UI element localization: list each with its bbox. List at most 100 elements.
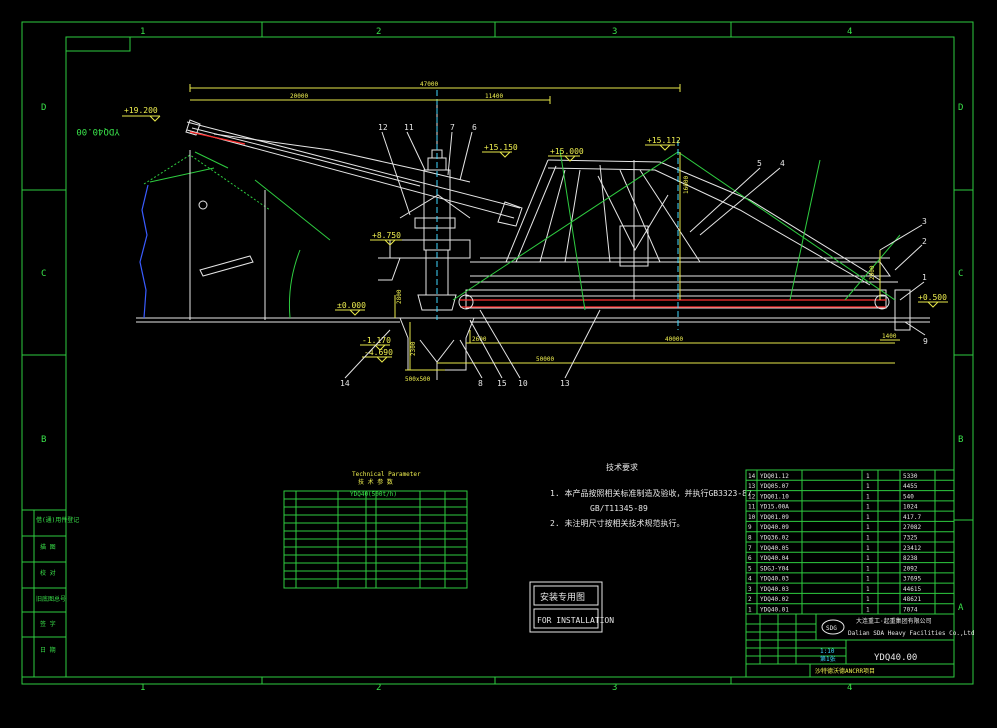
dim-mid-span: 11400 (485, 93, 503, 100)
bom-cell-quantity: 1 (866, 555, 870, 562)
elevation-markers (122, 115, 948, 363)
bom-cell-code: YDQ01.10 (760, 493, 789, 500)
elev-apex: +15.112 (647, 136, 681, 145)
bom-cell-number: 13 (748, 483, 756, 490)
strip-label-3: 旧底图总号 (36, 595, 66, 603)
bom-cell-quantity: 1 (866, 535, 870, 542)
bom-cell-mass: 44615 (903, 586, 921, 593)
callout-4: 4 (780, 159, 785, 168)
callout-7: 7 (450, 123, 455, 132)
left-row-D: D (41, 103, 46, 113)
company-logo (821, 619, 845, 635)
outer-frame (21, 21, 974, 685)
company-name-en: Dalian SDA Heavy Facilities Co.,Ltd (848, 630, 975, 637)
trailing-conveyor (465, 289, 887, 309)
bom-cell-mass: 2092 (903, 565, 918, 572)
bom-cell-number: 1 (748, 607, 752, 614)
bom-cell-quantity: 1 (866, 493, 870, 500)
callout-leaders (344, 131, 926, 379)
top-zone-2: 2 (376, 27, 381, 37)
bottom-zone-2: 2 (376, 683, 381, 693)
title-scale: 1:10 (820, 648, 835, 655)
left-row-C: C (41, 269, 46, 279)
strip-label-0: 借(通)用件登记 (36, 516, 79, 524)
bom-cell-mass: 23412 (903, 545, 921, 552)
bottom-zone-1: 1 (140, 683, 145, 693)
dim-pit-width: 500x500 (405, 376, 431, 383)
green-reach-lines (452, 149, 901, 311)
left-row-B: B (41, 435, 46, 445)
bom-cell-number: 6 (748, 555, 752, 562)
strip-label-4: 签 字 (40, 620, 56, 628)
callout-3: 3 (922, 217, 927, 226)
bom-cell-quantity: 1 (866, 607, 870, 614)
left-signature-strip (21, 509, 67, 678)
elev-pit-1: -1.170 (362, 336, 391, 345)
bottom-zone-4: 4 (847, 683, 852, 693)
notes-line-2: GB/T11345-89 (590, 504, 648, 513)
ground-line (136, 317, 930, 323)
callout-2: 2 (922, 237, 927, 246)
bottom-zone-3: 3 (612, 683, 617, 693)
stockpile-slopes (143, 151, 331, 319)
notes-line-1: 1. 本产品按照相关标准制造及验收，并执行GB3323-87 (550, 488, 752, 498)
dim-left-span: 20000 (290, 93, 308, 100)
notes-title: 技术要求 (606, 462, 638, 472)
strip-label-1: 描 图 (40, 543, 56, 551)
elev-ground: ±0.000 (337, 301, 366, 310)
dim-overall-top: 47000 (420, 81, 438, 88)
elev-boom-pivot: +15.150 (484, 143, 518, 152)
rotated-number-box (65, 36, 131, 52)
stockpile-outline (139, 184, 149, 319)
bom-cell-number: 10 (748, 514, 756, 521)
bom-cell-quantity: 1 (866, 473, 870, 480)
bom-cell-code: YDQ40.03 (760, 586, 789, 593)
bom-cell-mass: 27082 (903, 524, 921, 531)
tech-title-cn: 技 术 参 数 (358, 478, 393, 486)
stamp-cn: 安装专用图 (540, 591, 585, 603)
top-zone-1: 1 (140, 27, 145, 37)
dim-ground-small: 2800 (396, 289, 403, 304)
bom-cell-mass: 5330 (903, 473, 918, 480)
installation-stamp (529, 581, 603, 633)
bom-cell-quantity: 1 (866, 545, 870, 552)
right-row-C: C (958, 269, 963, 279)
callout-14: 14 (340, 379, 350, 388)
head-pulley (874, 294, 890, 310)
elev-portal-top: +15.000 (550, 147, 584, 156)
bom-cell-code: YDQ01.12 (760, 473, 789, 480)
bom-cell-mass: 4455 (903, 483, 918, 490)
dim-bottom-span: 40000 (665, 336, 683, 343)
callout-9: 9 (923, 337, 928, 346)
bom-cell-mass: 8238 (903, 555, 918, 562)
callout-1: 1 (922, 273, 927, 282)
top-zone-3: 3 (612, 27, 617, 37)
elev-pit-2: -4.690 (364, 348, 393, 357)
callout-12: 12 (378, 123, 388, 132)
central-tower (378, 100, 471, 311)
boom-belt-red (189, 131, 246, 145)
dim-height-right: 2000 (869, 265, 876, 280)
dim-pit-left: 2600 (472, 336, 487, 343)
strip-label-2: 校 对 (40, 569, 56, 577)
tech-parameter-table (283, 490, 468, 589)
right-row-A: A (958, 603, 964, 613)
callout-6: 6 (472, 123, 477, 132)
bom-cell-number: 3 (748, 586, 752, 593)
bom-cell-code: YDQ40.03 (760, 576, 789, 583)
bom-cell-number: 7 (748, 545, 752, 552)
callout-13: 13 (560, 379, 570, 388)
bom-cell-mass: 7325 (903, 535, 918, 542)
buffer-stop (894, 289, 911, 331)
title-project: 沙特德沃德ANCRR项目 (815, 667, 875, 675)
bom-cell-number: 11 (748, 504, 756, 511)
bom-cell-number: 4 (748, 576, 752, 583)
bom-cell-mass: 37695 (903, 576, 921, 583)
right-row-D: D (958, 103, 963, 113)
bom-cell-quantity: 1 (866, 565, 870, 572)
callout-8: 8 (478, 379, 483, 388)
elev-cabin: +8.750 (372, 231, 401, 240)
bom-cell-code: YDQ40.09 (760, 524, 789, 531)
bom-cell-mass: 48621 (903, 596, 921, 603)
